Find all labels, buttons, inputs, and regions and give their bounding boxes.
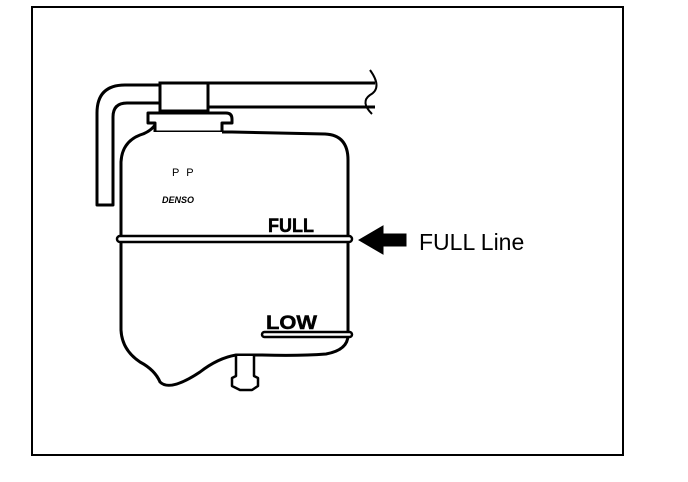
inlet-hose (208, 81, 375, 109)
tank-cap (146, 111, 234, 134)
reservoir-tank (119, 123, 350, 387)
pp-marking: P P (172, 167, 196, 179)
hose-connector (158, 81, 210, 113)
low-line-rib (260, 330, 354, 339)
full-mark: FULL (268, 216, 314, 237)
drain-nozzle (230, 356, 260, 392)
full-line-rib (115, 234, 354, 244)
overflow-hose (95, 83, 160, 207)
denso-logo: DENSO (162, 195, 194, 205)
low-mark: LOW (266, 313, 317, 334)
arrow-icon (358, 225, 407, 255)
inlet-hose-break (364, 69, 378, 115)
full-line-callout: FULL Line (419, 229, 524, 255)
